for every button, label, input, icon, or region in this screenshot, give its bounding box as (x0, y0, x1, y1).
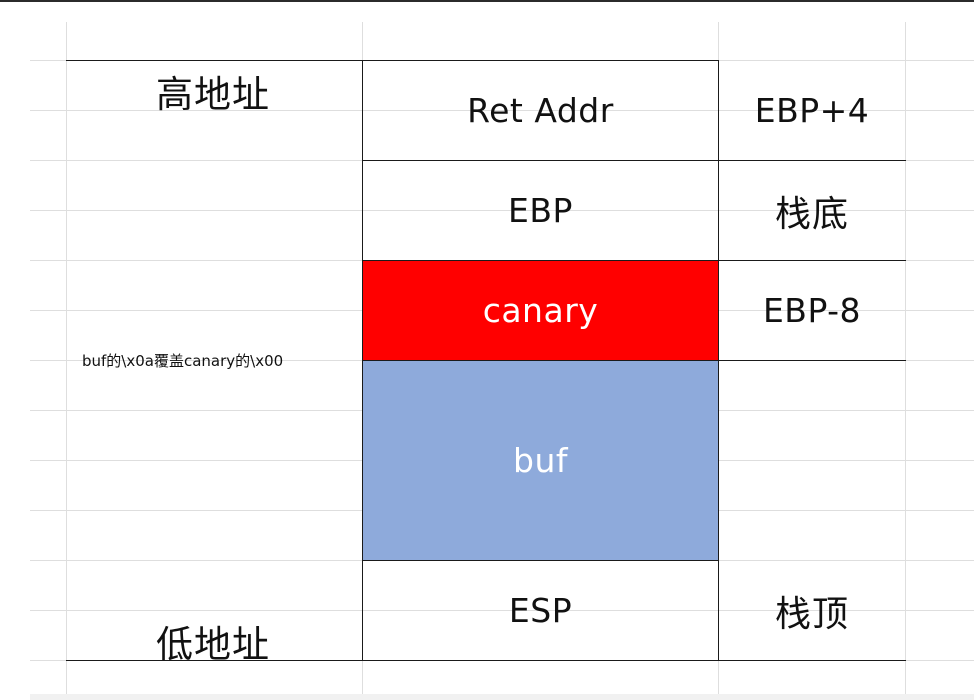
stack-cell-label: canary (482, 291, 599, 330)
stack-cell-ret-addr: Ret Addr (363, 61, 718, 160)
offset-cell-ebp-plus-4: EBP+4 (719, 61, 905, 160)
bottom-scroll-strip (30, 694, 974, 700)
high-address-label: 高地址 (156, 73, 270, 116)
stack-cell-ebp: EBP (363, 161, 718, 260)
offset-cell-stack-top: 栈顶 (719, 561, 905, 660)
stack-cell-canary: canary (363, 261, 718, 360)
overflow-note: buf的\x0a覆盖canary的\x00 (82, 352, 284, 370)
offset-label: EBP+4 (754, 91, 870, 130)
stack-cell-label: EBP (508, 191, 573, 230)
stack-cell-buf: buf (363, 361, 718, 560)
window-top-border (0, 0, 974, 2)
offset-label: 栈顶 (774, 593, 849, 635)
offset-label: 栈底 (774, 193, 849, 235)
stack-cell-label: ESP (508, 591, 573, 630)
offset-cell-ebp-minus-8: EBP-8 (719, 261, 905, 360)
stack-cell-label: buf (513, 441, 568, 480)
stack-cell-esp: ESP (363, 561, 718, 660)
stack-cell-label: Ret Addr (467, 91, 614, 130)
offset-cell-stack-bottom: 栈底 (719, 161, 905, 260)
offset-label: EBP-8 (762, 291, 862, 330)
low-address-label: 低地址 (156, 623, 270, 666)
